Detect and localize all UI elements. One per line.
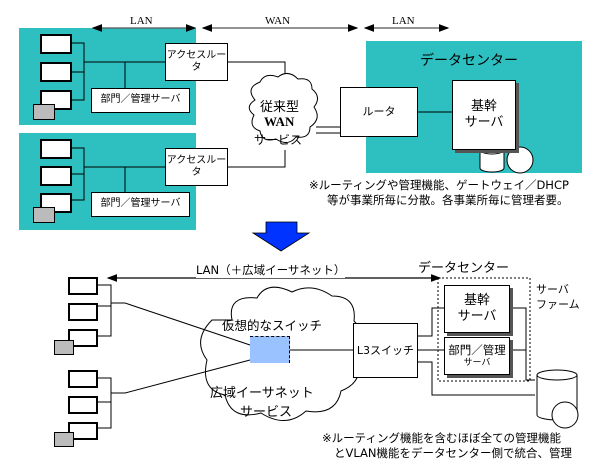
core-server-top: 基幹 サーバ xyxy=(452,80,516,150)
lan-range-label-right: LAN xyxy=(392,15,415,27)
wan-cloud-line2: WAN xyxy=(264,114,295,129)
access-router-2: アクセスルータ xyxy=(165,148,228,186)
core-server-bottom: 基幹 サーバ xyxy=(444,285,510,333)
virtual-switch-label: 仮想的なスイッチ xyxy=(222,318,323,333)
pc-icon xyxy=(40,139,72,159)
pc-icon xyxy=(68,303,98,321)
l3-switch: L3スイッチ xyxy=(353,323,418,378)
speech-bubble-icon xyxy=(506,146,534,174)
top-note-line2: 等が事業所毎に分散。各事業所毎に管理者要。 xyxy=(327,193,569,207)
server-farm-outline xyxy=(437,277,531,382)
pc-icon xyxy=(40,62,72,82)
datacenter-title-bottom: データセンター xyxy=(418,261,510,276)
wan-cloud-line3: サービス xyxy=(254,133,303,147)
phone-icon xyxy=(33,104,55,120)
wan-cloud-shape xyxy=(248,73,318,143)
pc-icon xyxy=(68,370,98,388)
pc-icon xyxy=(40,166,72,186)
pc-icon xyxy=(68,329,98,347)
dept-mgmt-server-1: 部門／管理サーバ xyxy=(91,88,190,113)
server-farm-label: サーバ ファーム xyxy=(536,283,580,311)
phone-icon xyxy=(54,340,74,355)
dept-mgmt-server-2: 部門／管理サーバ xyxy=(91,192,190,217)
datacenter-title-top: データセンター xyxy=(420,53,518,69)
wan-cloud-line1: 従来型 xyxy=(260,100,300,115)
bottom-note-line1: ※ルーティング機能を含むほぼ全ての管理機能 xyxy=(322,431,561,445)
database-icon xyxy=(479,145,505,173)
access-router-1: アクセスルータ xyxy=(165,43,228,81)
dc-router: ルータ xyxy=(340,87,418,137)
wan-range-label: WAN xyxy=(265,15,291,27)
pc-icon xyxy=(68,422,98,440)
lan-ethernet-range-label: LAN（＋広域イーサネット） xyxy=(196,262,346,278)
lan-range-label-left: LAN xyxy=(130,15,153,27)
top-note-line1: ※ルーティングや管理機能、ゲートウェイ／DHCP xyxy=(309,178,569,192)
pc-icon xyxy=(68,396,98,414)
transition-down-arrow xyxy=(251,221,311,252)
phone-icon xyxy=(33,207,55,223)
pc-icon xyxy=(40,34,72,54)
virtual-switch-icon xyxy=(250,336,290,363)
pc-icon xyxy=(68,277,98,295)
bottom-note-line2: とVLAN機能をデータセンター側で統合、管理 xyxy=(334,446,573,460)
dept-mgmt-server-bottom: 部門／管理 サーバ xyxy=(444,337,510,375)
phone-icon xyxy=(54,432,74,447)
ethernet-cloud-line1: 広域イーサネット xyxy=(210,386,314,401)
storage-database-icon xyxy=(536,369,579,429)
ethernet-cloud-line2: サービス xyxy=(240,405,293,420)
